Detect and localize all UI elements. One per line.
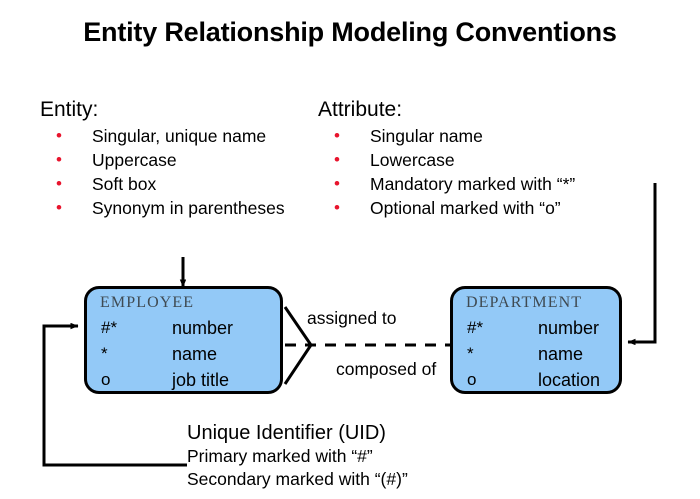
entity-conventions-block: Entity: • Singular, unique name • Upperc… [40,98,285,220]
list-item: • Mandatory marked with “*” [318,172,575,196]
list-item-label: Lowercase [370,150,455,170]
entity-name-label: DEPARTMENT [466,294,583,311]
attribute-marker: o [101,370,111,389]
list-item: • Synonym in parentheses [40,196,285,220]
uid-primary-line: Primary marked with “#” [187,446,373,466]
list-item-label: Synonym in parentheses [92,198,285,218]
list-item-label: Mandatory marked with “*” [370,174,576,194]
attribute-label: number [538,318,600,338]
relationship-label-assigned-to: assigned to [307,308,397,328]
relationship-label-composed-of: composed of [336,359,437,379]
list-item-label: Uppercase [92,150,177,170]
list-item: • Uppercase [40,148,177,172]
attribute-conventions-block: Attribute: • Singular name • Lowercase •… [318,98,575,220]
bullet-dot-icon: • [334,126,340,145]
bullet-dot-icon: • [334,198,340,217]
uid-caption-block: Unique Identifier (UID) Primary marked w… [187,421,408,491]
attribute-label: number [172,318,234,338]
bullet-dot-icon: • [56,150,62,169]
entity-conventions-heading: Entity: [40,98,99,121]
attribute-label: name [538,344,584,364]
bullet-dot-icon: • [56,198,62,217]
entity-name-label: EMPLOYEE [100,294,195,311]
list-item: • Soft box [40,172,156,196]
bullet-dot-icon: • [334,174,340,193]
page-title: Entity Relationship Modeling Conventions [83,17,617,47]
entity-box-department[interactable]: DEPARTMENT #* number * name o location [450,286,622,394]
attribute-marker: * [101,344,108,363]
bullet-dot-icon: • [56,174,62,193]
list-item: • Singular, unique name [40,124,266,148]
uid-secondary-line: Secondary marked with “(#)” [187,469,408,489]
list-item-label: Soft box [92,174,157,194]
attribute-marker: * [467,344,474,363]
attribute-label: name [172,344,218,364]
list-item-label: Singular, unique name [92,126,267,146]
uid-heading: Unique Identifier (UID) [187,422,386,444]
list-item-label: Singular name [370,126,483,146]
entity-box-employee[interactable]: EMPLOYEE #* number * name o job title [84,286,283,394]
bullet-dot-icon: • [334,150,340,169]
list-item: • Lowercase [318,148,455,172]
attribute-label: job title [172,370,230,390]
list-item: • Singular name [318,124,483,148]
attribute-pointer-arrow [627,183,657,346]
list-item-label: Optional marked with “o” [370,198,561,218]
attribute-marker: #* [467,318,484,337]
attribute-label: location [538,370,601,390]
bullet-dot-icon: • [56,126,62,145]
attribute-marker: #* [101,318,118,337]
list-item: • Optional marked with “o” [318,196,561,220]
attribute-marker: o [467,370,477,389]
attribute-conventions-heading: Attribute: [318,98,403,121]
